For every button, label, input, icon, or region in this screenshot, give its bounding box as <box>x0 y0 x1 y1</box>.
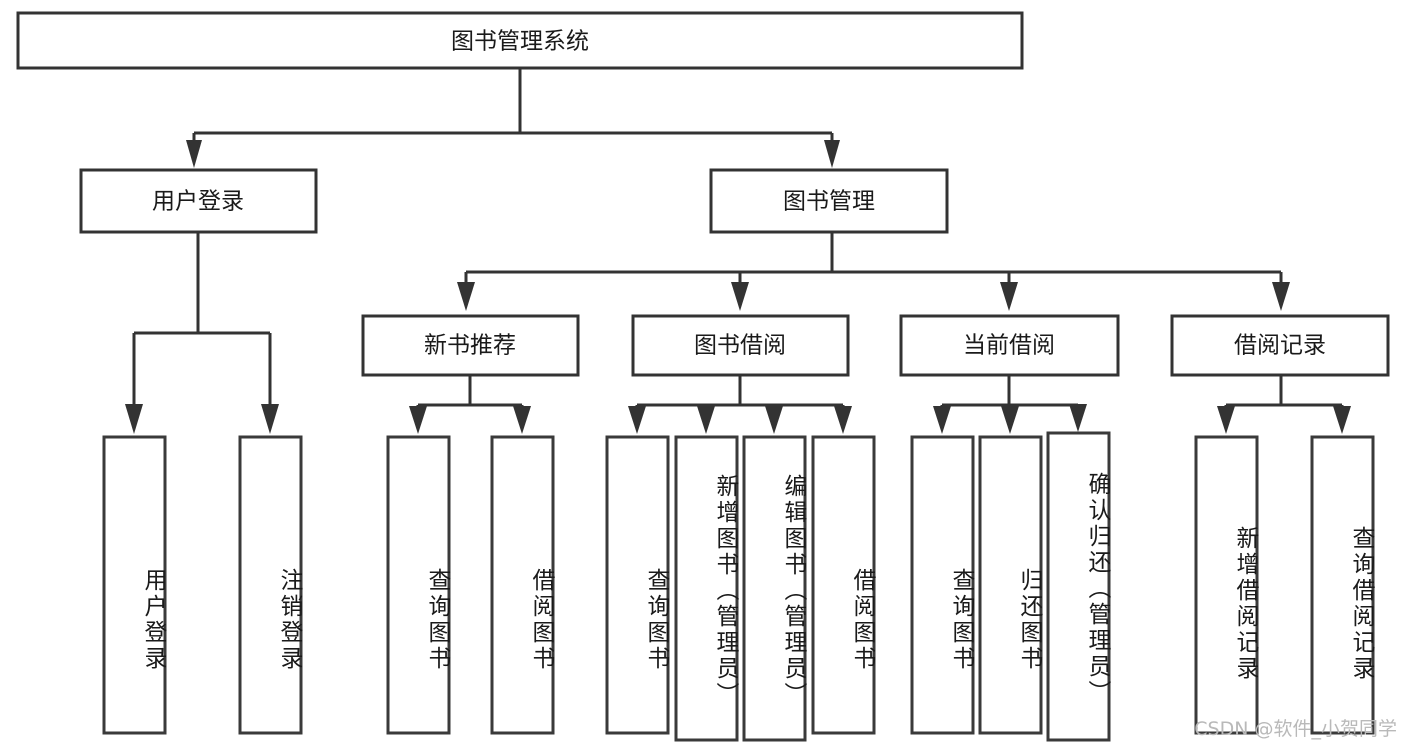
leaf-box-user-login-logout[interactable] <box>238 435 303 735</box>
node-user-login-label: 用户登录 <box>152 189 244 215</box>
node-new-book-recommend-label: 新书推荐 <box>424 333 516 359</box>
node-current-borrow[interactable]: 当前借阅 <box>899 314 1120 377</box>
node-book-borrow[interactable]: 图书借阅 <box>631 314 850 377</box>
connector-root-to-level1 <box>186 68 840 168</box>
leaf-box-user-login-login[interactable] <box>102 435 167 735</box>
leaf-box-book-borrow-query[interactable] <box>605 435 670 735</box>
node-user-login[interactable]: 用户登录 <box>79 168 318 234</box>
node-book-management[interactable]: 图书管理 <box>709 168 949 234</box>
node-current-borrow-label: 当前借阅 <box>963 333 1055 359</box>
node-borrow-record-label: 借阅记录 <box>1234 333 1326 359</box>
connector-current-borrow-to-leaves <box>933 375 1087 434</box>
node-new-book-recommend[interactable]: 新书推荐 <box>361 314 580 377</box>
connector-user-login-to-leaves <box>125 232 279 434</box>
leaf-box-borrow-record-query[interactable] <box>1310 435 1375 735</box>
node-book-management-label: 图书管理 <box>783 189 875 215</box>
leaf-box-new-book-query[interactable] <box>386 435 451 735</box>
leaf-box-book-borrow-lend[interactable] <box>811 435 876 735</box>
leaf-box-borrow-record-add[interactable] <box>1194 435 1259 735</box>
leaf-box-current-borrow-query[interactable] <box>910 435 975 735</box>
connector-new-book-to-leaves <box>409 375 531 434</box>
leaf-box-book-borrow-add[interactable] <box>674 435 739 742</box>
node-borrow-record[interactable]: 借阅记录 <box>1170 314 1390 377</box>
watermark-text: CSDN @软件_小贺同学 <box>1194 718 1397 740</box>
node-book-borrow-label: 图书借阅 <box>694 333 786 359</box>
node-root[interactable]: 图书管理系统 <box>16 11 1024 70</box>
node-root-label: 图书管理系统 <box>451 29 589 55</box>
connector-book-mgmt-to-level2 <box>457 232 1290 311</box>
leaf-box-book-borrow-edit[interactable] <box>742 435 807 742</box>
connector-borrow-record-to-leaves <box>1217 375 1351 434</box>
leaf-box-current-borrow-return[interactable] <box>978 435 1043 735</box>
leaf-box-new-book-borrow[interactable] <box>490 435 555 735</box>
connector-book-borrow-to-leaves <box>628 375 852 434</box>
leaf-box-current-borrow-confirm[interactable] <box>1046 431 1111 742</box>
